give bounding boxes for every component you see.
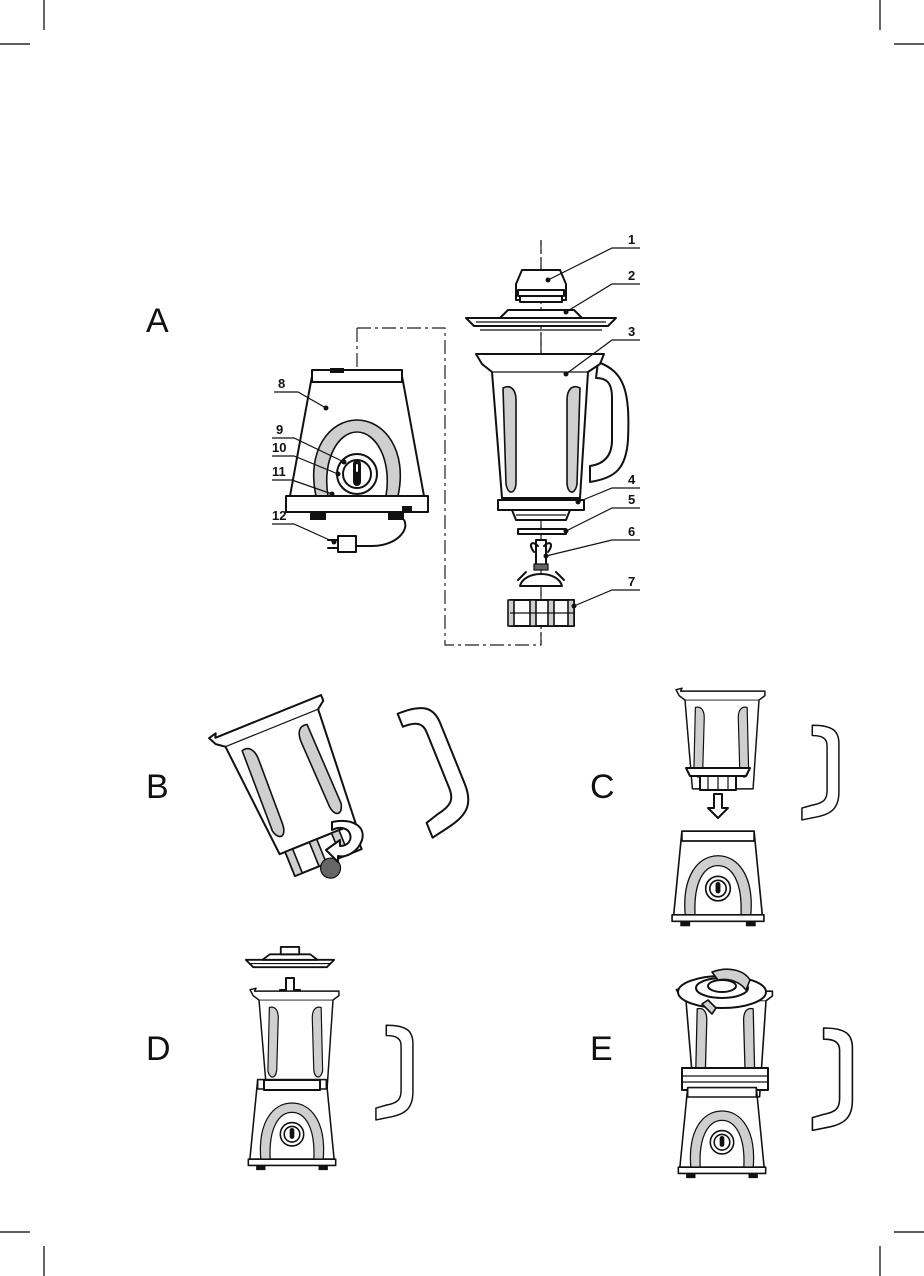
callout-1: 1 xyxy=(628,232,635,247)
callout-7: 7 xyxy=(628,574,635,589)
step-b-attach-base xyxy=(208,654,479,901)
callout-9: 9 xyxy=(276,422,283,437)
callout-3: 3 xyxy=(628,324,635,339)
callout-4: 4 xyxy=(628,472,636,487)
part-gasket xyxy=(518,529,566,534)
part-blade xyxy=(518,540,564,586)
callout-2: 2 xyxy=(628,268,635,283)
panel-label-a: A xyxy=(146,302,169,340)
part-sealing-ring xyxy=(498,500,584,520)
callout-12: 12 xyxy=(272,508,286,523)
part-jar-base xyxy=(508,600,574,626)
part-lid xyxy=(466,310,616,330)
callout-10: 10 xyxy=(272,440,286,455)
callout-11: 11 xyxy=(272,464,286,479)
callout-5: 5 xyxy=(628,492,635,507)
panel-label-c: C xyxy=(590,768,615,806)
panel-label-e: E xyxy=(590,1030,613,1068)
step-c-place-jar xyxy=(672,688,839,926)
step-d-attach-lid xyxy=(246,947,413,1170)
down-arrow-icon xyxy=(708,794,728,818)
callout-6: 6 xyxy=(628,524,635,539)
part-power-cord xyxy=(328,520,405,552)
part-jar xyxy=(476,354,628,498)
step-e-assembled xyxy=(676,969,852,1178)
panel-label-d: D xyxy=(146,1030,171,1068)
callout-8: 8 xyxy=(278,376,285,391)
panel-label-b: B xyxy=(146,768,169,806)
exploded-view: 1 2 3 4 5 6 7 8 9 10 11 12 xyxy=(272,232,640,645)
